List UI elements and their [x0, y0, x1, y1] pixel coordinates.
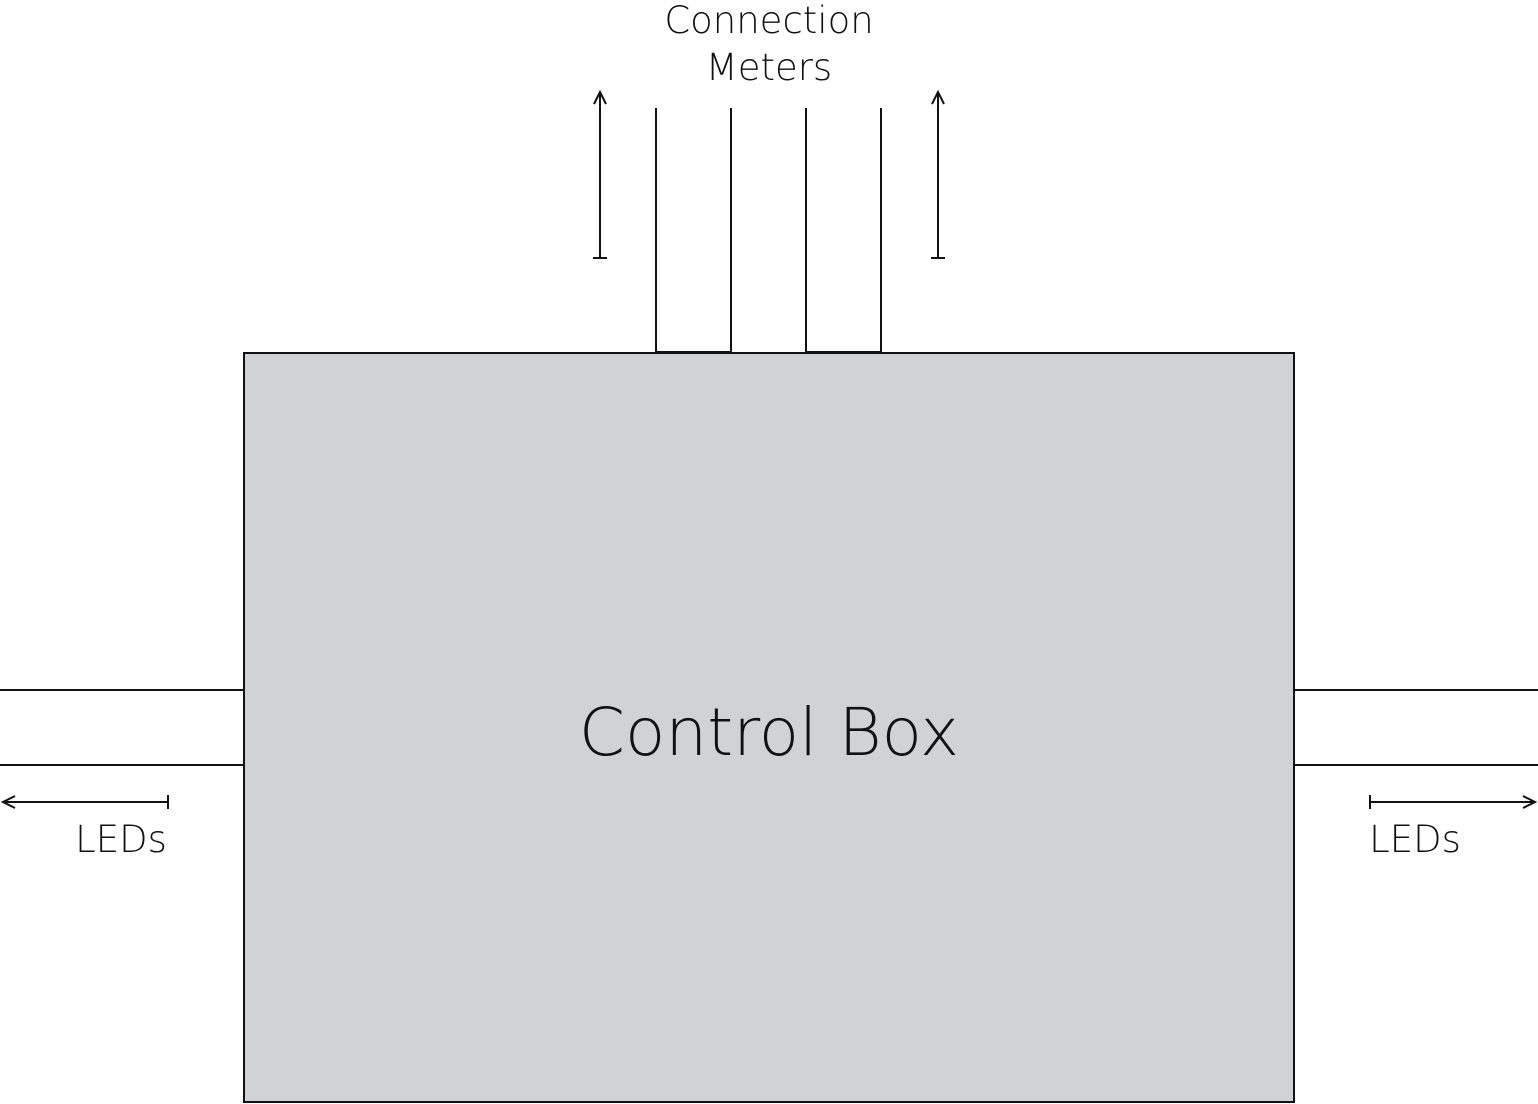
right-leds-label: LEDs — [1369, 818, 1461, 861]
left-connector — [0, 689, 244, 766]
connection-meters-label-line1: Connection — [664, 0, 873, 42]
right-connector — [1294, 689, 1538, 766]
top-connector-right — [805, 108, 882, 353]
connection-meters-label-line2: Meters — [706, 46, 832, 89]
left-leds-label: LEDs — [75, 818, 167, 861]
top-connector-left — [655, 108, 732, 353]
control-box-label: Control Box — [579, 694, 959, 771]
control-box — [243, 352, 1295, 1103]
